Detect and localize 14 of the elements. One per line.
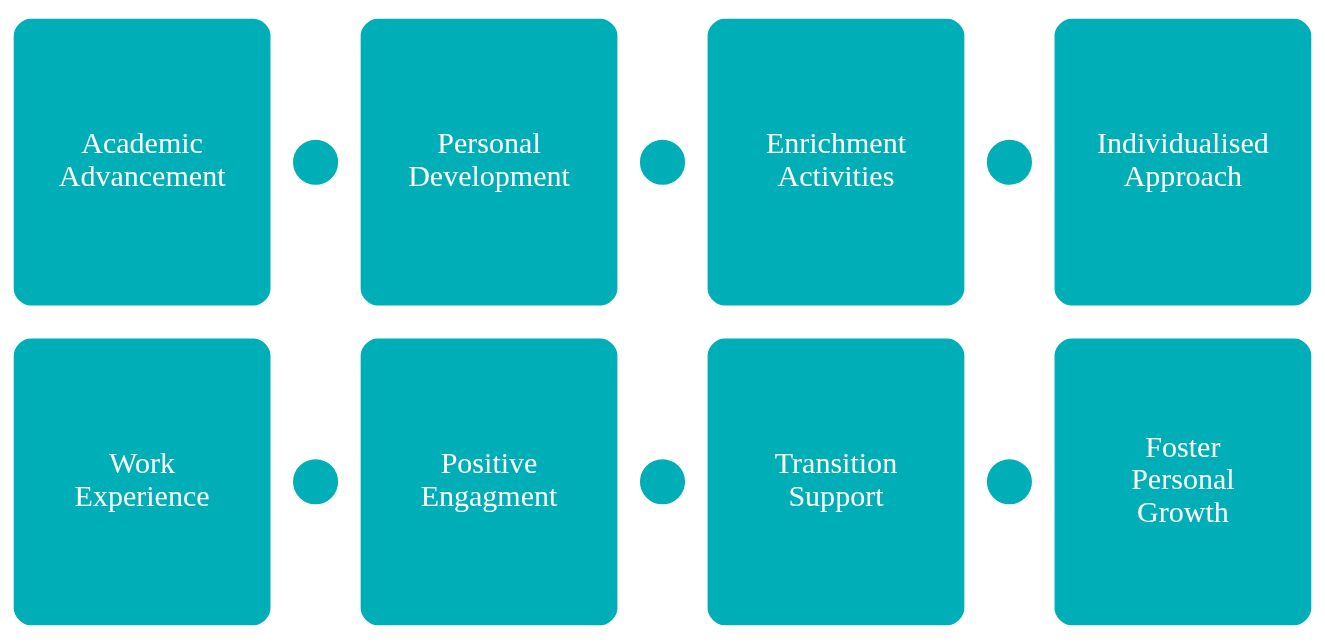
node-box: Enrichment Activities <box>707 18 965 306</box>
node-box: Academic Advancement <box>13 18 271 306</box>
node-box: Positive Engagment <box>360 338 618 626</box>
node-circle <box>986 459 1032 505</box>
node-circle <box>639 459 686 505</box>
node-box: Foster Personal Growth <box>1054 338 1312 626</box>
node-circle <box>293 139 339 185</box>
node-box: Work Experience <box>13 338 271 626</box>
node-box: Transition Support <box>707 338 965 626</box>
node-box: Individualised Approach <box>1054 18 1312 306</box>
node-circle <box>293 459 339 505</box>
node-box: Personal Development <box>360 18 618 306</box>
node-circle <box>986 139 1032 185</box>
node-circle <box>639 139 686 185</box>
